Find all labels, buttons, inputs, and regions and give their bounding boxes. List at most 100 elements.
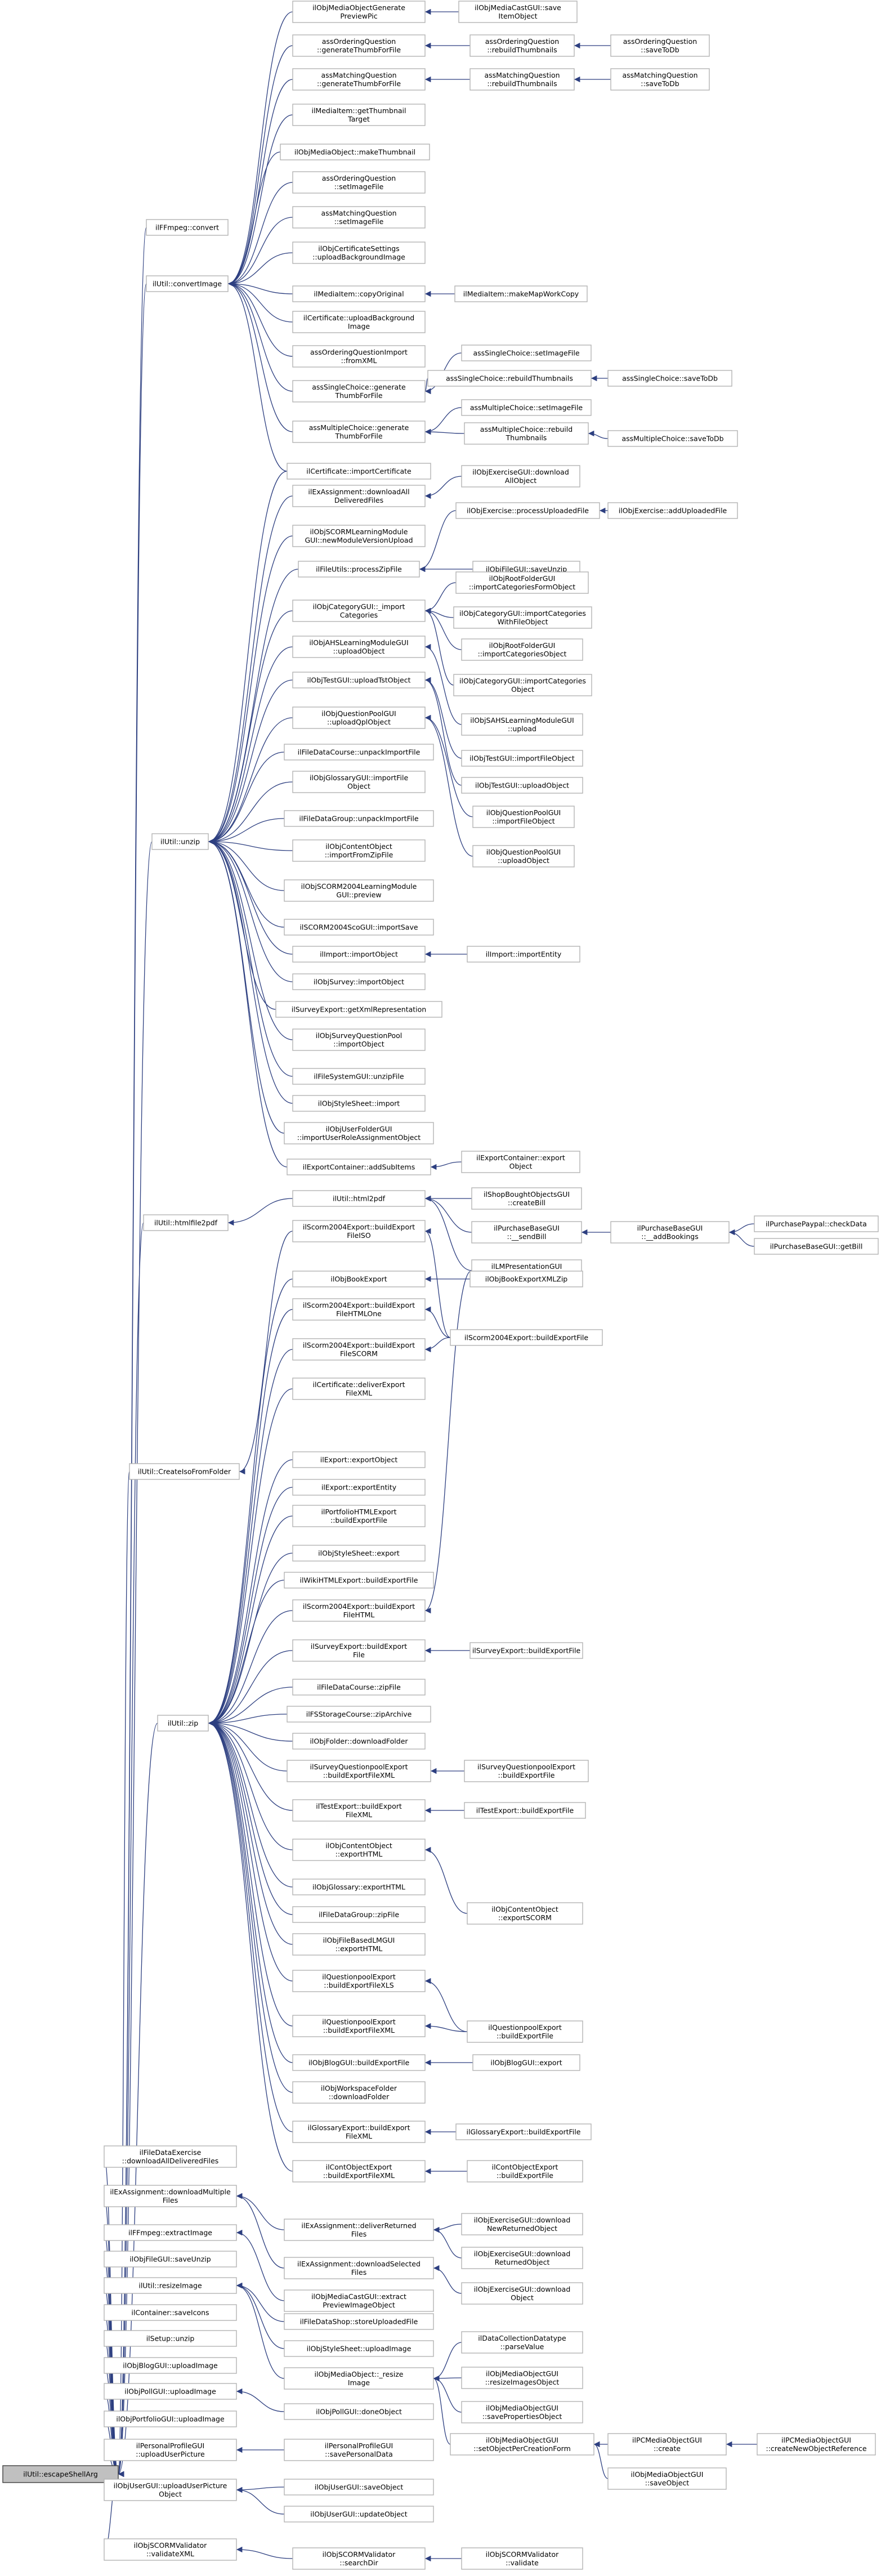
node-ilobjscormlearningmodule-gui-newmoduleversionupload[interactable]: ilObjSCORMLearningModuleGUI::newModuleVe…: [292, 525, 426, 547]
node-assmatchingquestion-rebuildthumbnails[interactable]: assMatchingQuestion::rebuildThumbnails: [469, 68, 575, 91]
node-ilsurveyexport-buildexportfile[interactable]: ilSurveyExport::buildExportFile: [469, 1642, 583, 1659]
node-ilobjfilegui-saveunzip[interactable]: ilObjFileGUI::saveUnzip: [104, 2251, 237, 2268]
node-ilobjbookexportxmlzip[interactable]: ilObjBookExportXMLZip: [469, 1271, 583, 1287]
node-ilobjmediaobjectgui-savepropertiesobject[interactable]: ilObjMediaObjectGUI::savePropertiesObjec…: [461, 2401, 583, 2423]
node-assmatchingquestion-generatethumbforfile[interactable]: assMatchingQuestion::generateThumbForFil…: [292, 68, 426, 91]
node-ilcontobjectexport-buildexportfile[interactable]: ilContObjectExport::buildExportFile: [467, 2160, 583, 2183]
node-ilobjmediaobjectgui-saveobject[interactable]: ilObjMediaObjectGUI::saveObject: [607, 2467, 727, 2490]
node-ilutil-convertimage[interactable]: ilUtil::convertImage: [146, 275, 229, 292]
node-ilobjmediaobjectgui-resizeimagesobject[interactable]: ilObjMediaObjectGUI::resizeImagesObject: [461, 2367, 583, 2389]
node-assorderingquestion-rebuildthumbnails[interactable]: assOrderingQuestion::rebuildThumbnails: [469, 34, 575, 57]
node-ilutil-unzip[interactable]: ilUtil::unzip: [151, 833, 209, 850]
node-ilobjcategorygui-importcategories-withfileobject[interactable]: ilObjCategoryGUI::importCategoriesWithFi…: [453, 606, 592, 629]
node-ilglossaryexport-buildexportfile[interactable]: ilGlossaryExport::buildExportFile: [455, 2123, 592, 2140]
node-ilobjmediaobjectgui-setobjectpercreationform[interactable]: ilObjMediaObjectGUI::setObjectPerCreatio…: [450, 2433, 594, 2456]
node-ilfileutils-processzipfile[interactable]: ilFileUtils::processZipFile: [298, 561, 420, 578]
node-assorderingquestion-generatethumbforfile[interactable]: assOrderingQuestion::generateThumbForFil…: [292, 34, 426, 57]
node-ilobjusergui-saveobject[interactable]: ilObjUserGUI::saveObject: [284, 2479, 434, 2496]
node-asssinglechoice-setimagefile[interactable]: assSingleChoice::setImageFile: [461, 345, 592, 361]
node-ilcontobjectexport-buildexportfilexml[interactable]: ilContObjectExport::buildExportFileXML: [292, 2160, 426, 2183]
node-ilimport-importentity[interactable]: ilImport::importEntity: [467, 946, 580, 963]
node-ilobjcontentobject-exporthtml[interactable]: ilObjContentObject::exportHTML: [292, 1839, 426, 1861]
node-ilobjquestionpoolgui-importfileobject[interactable]: ilObjQuestionPoolGUI::importFileObject: [472, 806, 575, 828]
node-ilquestionpoolexport-buildexportfile[interactable]: ilQuestionpoolExport::buildExportFile: [467, 2020, 583, 2043]
node-ilobjmediaobject-makethumbnail[interactable]: ilObjMediaObject::makeThumbnail: [280, 144, 430, 160]
node-ilobjscormvalidator-validate[interactable]: ilObjSCORMValidator::validate: [461, 2547, 583, 2570]
node-ilobjrootfoldergui-importcategoriesobject[interactable]: ilObjRootFolderGUI::importCategoriesObje…: [461, 638, 583, 661]
node-ilscorm2004export-buildexport-filehtmlone[interactable]: ilScorm2004Export::buildExportFileHTMLOn…: [292, 1298, 426, 1321]
node-ilexport-exportobject[interactable]: ilExport::exportObject: [292, 1451, 426, 1468]
node-ilobjstylesheet-export[interactable]: ilObjStyleSheet::export: [292, 1545, 426, 1562]
node-ilfsstoragecourse-ziparchive[interactable]: ilFSStorageCourse::zipArchive: [287, 1706, 431, 1723]
node-ilobjworkspacefolder-downloadfolder[interactable]: ilObjWorkspaceFolder::downloadFolder: [292, 2081, 426, 2104]
node-asssinglechoice-rebuildthumbnails[interactable]: assSingleChoice::rebuildThumbnails: [427, 370, 592, 387]
node-ilfilesystemgui-unzipfile[interactable]: ilFileSystemGUI::unzipFile: [292, 1068, 426, 1085]
node-ilobjtestgui-uploadobject[interactable]: ilObjTestGUI::uploadObject: [461, 777, 583, 794]
node-ilobjcertificatesettings-uploadbackgroundimage[interactable]: ilObjCertificateSettings::uploadBackgrou…: [292, 242, 426, 264]
node-ilobjcategorygui-importcategories-object[interactable]: ilObjCategoryGUI::importCategoriesObject: [453, 674, 592, 696]
node-ilexport-exportentity[interactable]: ilExport::exportEntity: [292, 1479, 426, 1496]
node-ilobjmediaobject-resize-image[interactable]: ilObjMediaObject::_resizeImage: [284, 2367, 434, 2390]
node-ilmediaitem-copyoriginal[interactable]: ilMediaItem::copyOriginal: [292, 285, 426, 302]
node-ilobjscormvalidator-validatexml[interactable]: ilObjSCORMValidator::validateXML: [104, 2538, 237, 2561]
node-ilobjcategorygui-import-categories[interactable]: ilObjCategoryGUI::_importCategories: [292, 600, 426, 622]
node-ilobjmediacastgui-extract-previewimageobject[interactable]: ilObjMediaCastGUI::extractPreviewImageOb…: [284, 2289, 434, 2312]
node-assmultiplechoice-rebuild-thumbnails[interactable]: assMultipleChoice::rebuildThumbnails: [464, 422, 589, 445]
node-ilutil-htmlfile2pdf[interactable]: ilUtil::htmlfile2pdf: [143, 1214, 229, 1231]
node-ilobjusergui-updateobject[interactable]: ilObjUserGUI::updateObject: [284, 2506, 434, 2523]
node-ilobjrootfoldergui-importcategoriesformobject[interactable]: ilObjRootFolderGUI::importCategoriesForm…: [455, 571, 589, 594]
node-ilffmpeg-extractimage[interactable]: ilFFmpeg::extractImage: [104, 2224, 237, 2241]
node-ilfiledatacourse-zipfile[interactable]: ilFileDataCourse::zipFile: [292, 1679, 426, 1696]
node-ilimport-importobject[interactable]: ilImport::importObject: [292, 946, 426, 963]
node-ilobjsahslearningmodulegui-upload[interactable]: ilObjSAHSLearningModuleGUI::upload: [461, 713, 583, 736]
node-ilffmpeg-convert[interactable]: ilFFmpeg::convert: [146, 219, 229, 236]
node-assmatchingquestion-setimagefile[interactable]: assMatchingQuestion::setImageFile: [292, 206, 426, 229]
node-ilpurchasebasegui-sendbill[interactable]: ilPurchaseBaseGUI::__sendBill: [471, 1221, 582, 1244]
node-ilobjtestgui-uploadtstobject[interactable]: ilObjTestGUI::uploadTstObject: [292, 672, 426, 688]
node-iltestexport-buildexportfile[interactable]: ilTestExport::buildExportFile: [464, 1802, 586, 1819]
node-ilquestionpoolexport-buildexportfilexml[interactable]: ilQuestionpoolExport::buildExportFileXML: [292, 2015, 426, 2037]
node-ilobjquestionpoolgui-uploadqplobject[interactable]: ilObjQuestionPoolGUI::uploadQplObject: [292, 706, 426, 729]
node-ilobjbloggui-buildexportfile[interactable]: ilObjBlogGUI::buildExportFile: [292, 2054, 426, 2071]
node-ilutil-resizeimage[interactable]: ilUtil::resizeImage: [104, 2277, 237, 2294]
node-ilfiledatacourse-unpackimportfile[interactable]: ilFileDataCourse::unpackImportFile: [284, 744, 434, 761]
node-ilexportcontainer-export-object[interactable]: ilExportContainer::exportObject: [461, 1151, 580, 1173]
node-ilsurveyexport-getxmlrepresentation[interactable]: ilSurveyExport::getXmlRepresentation: [275, 1001, 442, 1018]
node-ilfiledatagroup-zipfile[interactable]: ilFileDataGroup::zipFile: [292, 1906, 426, 1923]
node-ilobjsurveyquestionpool-importobject[interactable]: ilObjSurveyQuestionPool::importObject: [292, 1028, 426, 1051]
node-ilobjbookexport[interactable]: ilObjBookExport: [292, 1271, 426, 1287]
node-ilportfoliohtmlexport-buildexportfile[interactable]: ilPortfolioHTMLExport::buildExportFile: [292, 1505, 426, 1527]
node-ilobjcontentobject-exportscorm[interactable]: ilObjContentObject::exportSCORM: [467, 1902, 583, 1925]
node-ilfiledataexercise-downloadalldeliveredfiles[interactable]: ilFileDataExercise::downloadAllDelivered…: [104, 2145, 237, 2168]
node-ilutil-zip[interactable]: ilUtil::zip: [157, 1715, 209, 1732]
node-assmultiplechoice-savetodb[interactable]: assMultipleChoice::saveToDb: [607, 430, 738, 447]
node-ilsurveyquestionpoolexport-buildexportfilexml[interactable]: ilSurveyQuestionpoolExport::buildExportF…: [287, 1760, 431, 1782]
node-ildatacollectiondatatype-parsevalue[interactable]: ilDataCollectionDatatype::parseValue: [461, 2331, 583, 2354]
node-ilobjportfoliogui-uploadimage[interactable]: ilObjPortfolioGUI::uploadImage: [104, 2410, 237, 2427]
node-ilobjbloggui-export[interactable]: ilObjBlogGUI::export: [472, 2054, 580, 2071]
node-ilcontainer-saveicons[interactable]: ilContainer::saveIcons: [104, 2304, 237, 2321]
node-asssinglechoice-savetodb[interactable]: assSingleChoice::saveToDb: [607, 370, 732, 387]
node-ilwikihtmlexport-buildexportfile[interactable]: ilWikiHTMLExport::buildExportFile: [284, 1572, 434, 1589]
node-asssinglechoice-generate-thumbforfile[interactable]: assSingleChoice::generateThumbForFile: [292, 380, 426, 402]
node-assorderingquestion-savetodb[interactable]: assOrderingQuestion::saveToDb: [610, 34, 710, 57]
node-ilcertificate-uploadbackground-image[interactable]: ilCertificate::uploadBackgroundImage: [292, 311, 426, 333]
node-ilexassignment-downloadall-deliveredfiles[interactable]: ilExAssignment::downloadAllDeliveredFile…: [292, 485, 426, 507]
node-ilobjscormvalidator-searchdir[interactable]: ilObjSCORMValidator::searchDir: [292, 2547, 426, 2570]
node-ilcertificate-importcertificate[interactable]: ilCertificate::importCertificate: [287, 463, 431, 480]
node-ilobjexercise-adduploadedfile[interactable]: ilObjExercise::addUploadedFile: [607, 502, 738, 519]
node-ilexportcontainer-addsubitems[interactable]: ilExportContainer::addSubItems: [287, 1159, 431, 1175]
node-ilobjpollgui-doneobject[interactable]: ilObjPollGUI::doneObject: [284, 2403, 434, 2420]
node-ilscorm2004scogui-importsave[interactable]: ilSCORM2004ScoGUI::importSave: [284, 919, 434, 936]
node-ilobjsurvey-importobject[interactable]: ilObjSurvey::importObject: [292, 973, 426, 990]
node-assmultiplechoice-setimagefile[interactable]: assMultipleChoice::setImageFile: [461, 399, 592, 416]
node-ilobjtestgui-importfileobject[interactable]: ilObjTestGUI::importFileObject: [461, 750, 583, 767]
